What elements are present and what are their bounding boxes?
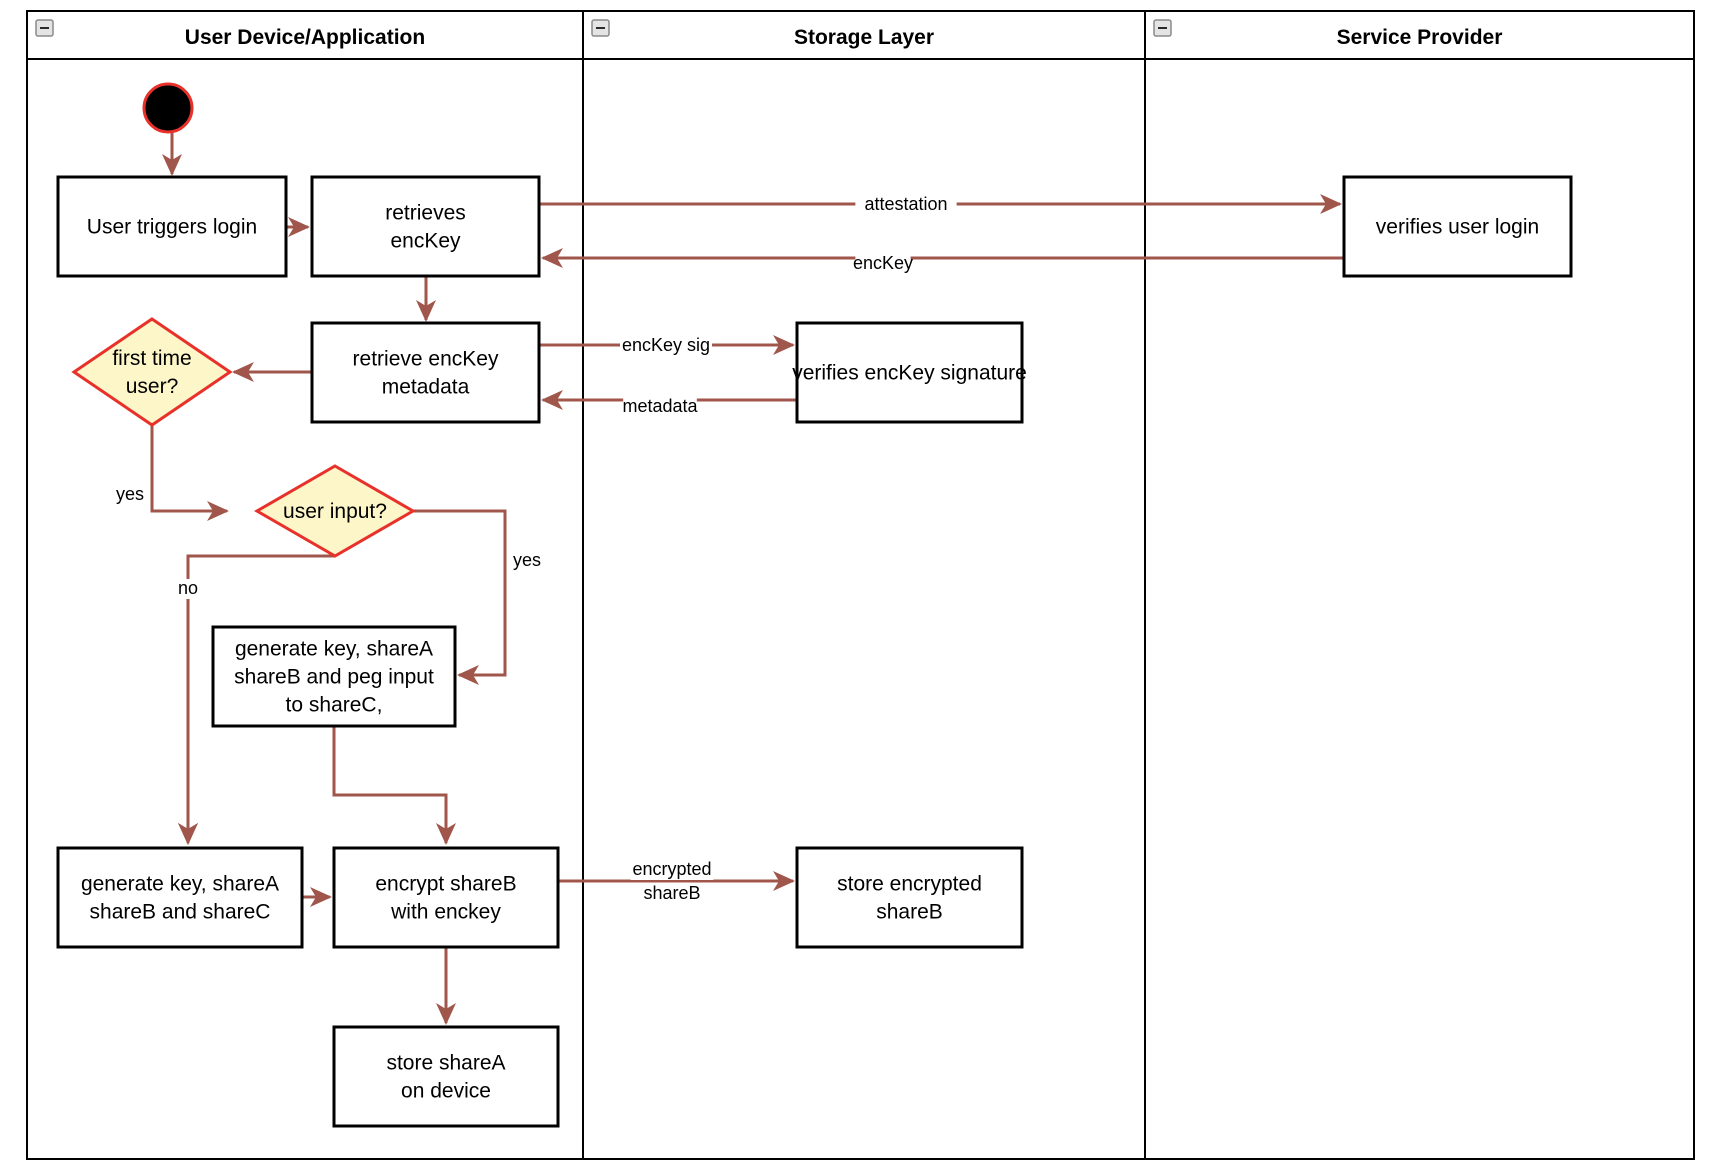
- activity-box: [211, 625, 457, 728]
- activity-label: verifies encKey signature: [792, 362, 1027, 385]
- edge-label-backdrop: [116, 485, 144, 505]
- swimlane-border: [582, 10, 1146, 1160]
- edge-label-backdrop: [623, 397, 697, 417]
- activity-box: [795, 846, 1024, 949]
- swimlane-lane-storage: Storage Layer: [582, 10, 1146, 1160]
- activity-box: [1342, 175, 1573, 278]
- collapse-icon[interactable]: [1153, 19, 1172, 37]
- activity-box: [310, 175, 541, 278]
- edge-label: no: [178, 578, 198, 598]
- edge-label: yes: [116, 484, 144, 504]
- edge-label-backdrop: [630, 860, 714, 880]
- activity-box: [332, 846, 560, 949]
- activity-verifies-user-login[interactable]: verifies user login: [1342, 175, 1573, 278]
- start-node[interactable]: [142, 82, 194, 134]
- activity-label: encKey: [390, 230, 461, 253]
- swimlane-title: User Device/Application: [185, 26, 425, 49]
- decision-user-input[interactable]: user input?: [253, 464, 417, 558]
- activity-retrieve-enckey-metadata[interactable]: retrieve encKey metadata: [310, 321, 541, 424]
- decision-diamond: [71, 317, 233, 427]
- flow-first-time-user-yes[interactable]: [150, 425, 229, 521]
- activity-label: retrieves: [385, 202, 466, 225]
- activity-label: generate key, shareA: [81, 873, 279, 896]
- flow-user-input-no[interactable]: [178, 554, 335, 845]
- activity-user-triggers-login[interactable]: User triggers login: [56, 175, 288, 278]
- activity-label: generate key, shareA: [235, 638, 433, 661]
- edge-label-backdrop: [620, 336, 712, 356]
- edge-label: attestation: [864, 194, 947, 214]
- edge-label-layer: attestation encKey encKey sig metadata yes ye…: [116, 194, 957, 903]
- edge-label: encrypted: [632, 859, 711, 879]
- activity-label: with enckey: [390, 901, 501, 924]
- flow-generate-key-peg-input-to-encrypt-shareb[interactable]: [332, 726, 456, 845]
- activity-label: store shareA: [386, 1052, 505, 1075]
- flow-line: [332, 726, 456, 845]
- edge-label: encKey sig: [622, 335, 710, 355]
- start-node-circle: [142, 82, 194, 134]
- activity-label: verifies user login: [1376, 216, 1539, 239]
- edge-label-line2: shareB: [643, 883, 700, 903]
- edge-label: encKey: [853, 253, 913, 273]
- swimlane-lane-service-provider: Service Provider: [1144, 10, 1695, 1160]
- edge-label-backdrop: [513, 551, 541, 571]
- activity-encrypt-shareb[interactable]: encrypt shareB with enckey: [332, 846, 560, 949]
- flow-line: [413, 509, 507, 685]
- activity-label: shareB and shareC: [90, 901, 271, 924]
- decision-first-time-user[interactable]: first time user?: [71, 317, 233, 427]
- activity-label: on device: [401, 1080, 491, 1103]
- activity-label: metadata: [382, 376, 470, 399]
- collapse-icon[interactable]: [35, 19, 54, 37]
- activity-label: to shareC,: [286, 694, 383, 717]
- flow-user-input-yes[interactable]: [413, 509, 507, 685]
- activity-label: shareB: [876, 901, 943, 924]
- activity-store-sharea-on-device[interactable]: store shareA on device: [332, 1025, 560, 1128]
- activity-label: User triggers login: [87, 216, 257, 239]
- flow-line: [178, 554, 335, 845]
- swimlane-layer: User Device/Application Storage Layer Serv…: [26, 10, 1695, 1160]
- decision-label: first time: [112, 347, 191, 370]
- activity-label: retrieve encKey: [353, 348, 499, 371]
- flow-line: [150, 425, 229, 521]
- decision-label: user input?: [283, 500, 387, 523]
- activity-retrieves-enckey[interactable]: retrieves encKey: [310, 175, 541, 278]
- activity-box: [332, 1025, 560, 1128]
- activity-box: [795, 321, 1024, 424]
- edge-label-backdrop: [178, 579, 197, 599]
- activity-label: encrypt shareB: [375, 873, 516, 896]
- edge-label-backdrop: [855, 195, 957, 215]
- swimlane-border: [1144, 10, 1695, 1160]
- edge-label: metadata: [622, 396, 698, 416]
- activity-generate-key-shares[interactable]: generate key, shareA shareB and shareC: [56, 846, 304, 949]
- edge-label-backdrop: [855, 254, 911, 274]
- decision-diamond: [253, 464, 417, 558]
- swimlane-title: Storage Layer: [794, 26, 934, 49]
- edge-label: yes: [513, 550, 541, 570]
- decision-label: user?: [126, 375, 179, 398]
- activity-label: shareB and peg input: [234, 666, 434, 689]
- activity-node-layer: User triggers login retrieves encKey verifi…: [56, 82, 1573, 1128]
- swimlane-title: Service Provider: [1337, 26, 1503, 49]
- activity-box: [310, 321, 541, 424]
- activity-box: [56, 175, 288, 278]
- activity-verifies-enckey-signature[interactable]: verifies encKey signature: [792, 321, 1027, 424]
- activity-generate-key-peg-input[interactable]: generate key, shareA shareB and peg input…: [211, 625, 457, 728]
- activity-label: store encrypted: [837, 873, 982, 896]
- activity-store-encrypted-shareb[interactable]: store encrypted shareB: [795, 846, 1024, 949]
- collapse-icon[interactable]: [591, 19, 610, 37]
- activity-box: [56, 846, 304, 949]
